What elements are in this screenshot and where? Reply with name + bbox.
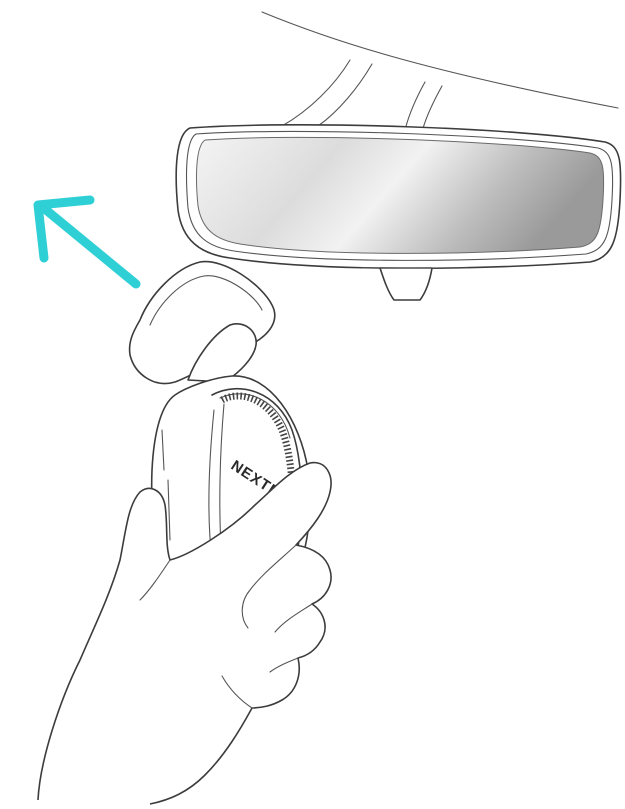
dashcam-mount bbox=[128, 260, 276, 385]
rear-view-mirror bbox=[175, 124, 622, 301]
removal-direction-arrow-icon bbox=[33, 195, 141, 289]
hand bbox=[37, 461, 332, 805]
windscreen-roof-lines bbox=[261, 11, 619, 133]
